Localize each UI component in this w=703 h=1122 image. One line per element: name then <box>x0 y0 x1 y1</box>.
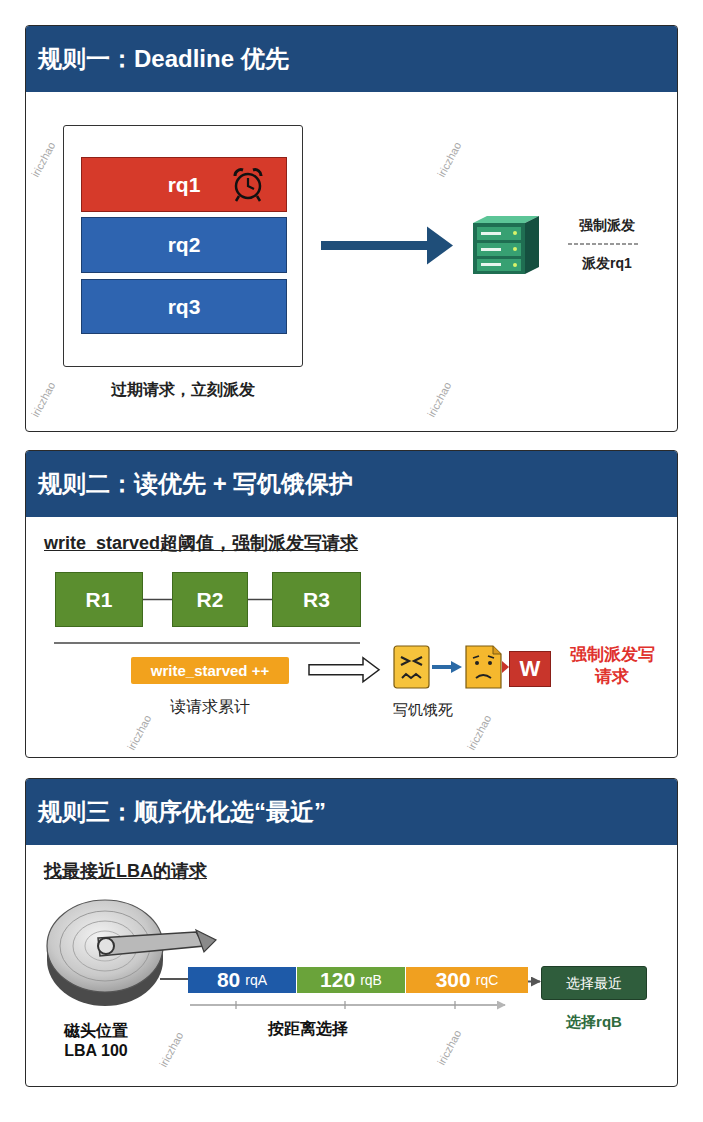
rule-panel: 规则三：顺序优化选“最近” 找最接近LBA的请求 80 rqA 120 rqB 300 rqC… <box>25 778 678 1087</box>
request-box-text: rq3 <box>168 294 201 319</box>
panel-title: 规则三：顺序优化选“最近” <box>26 779 677 845</box>
queue-link <box>248 599 272 601</box>
starvation-icons-graphic <box>391 641 509 697</box>
request-box-text: rq2 <box>168 232 201 257</box>
server-icon-text: 派发rq1 <box>567 255 647 272</box>
lba-request-text: 120 <box>320 967 355 992</box>
write-request-text: W <box>520 656 541 682</box>
head-position-label: 磁头位置 LBA 100 <box>50 1021 142 1061</box>
server-icon-text: 强制派发 <box>567 217 647 234</box>
force-write-label: 强制派发写请求 <box>566 644 658 688</box>
distance-label: 按距离选择 <box>268 1019 348 1039</box>
hollow-arrow <box>309 658 379 682</box>
lba-request: 300 rqC <box>406 967 528 993</box>
write-request: W <box>509 651 551 687</box>
server-icon: 强制派发派发rq1 <box>463 213 545 277</box>
request-queue-text: 过期请求，立刻派发 <box>64 380 302 399</box>
expired-request-graphic <box>228 165 268 205</box>
server-icon-graphic <box>463 213 545 277</box>
panel-subtitle: 找最接近LBA的请求 <box>44 861 207 883</box>
request-box: rq3 <box>81 279 287 334</box>
panel-title: 规则一：Deadline 优先 <box>26 26 677 92</box>
starvation-icons: 写饥饿死W <box>391 641 551 697</box>
watermark: iriczhao <box>432 1023 468 1074</box>
read-request-text: R3 <box>303 587 330 612</box>
read-request: R2 <box>172 572 248 627</box>
read-request: R3 <box>272 572 361 627</box>
request-box: rq2 <box>81 217 287 273</box>
panel-subtitle: write_starved超阈值，强制派发写请求 <box>44 533 358 555</box>
queue-link <box>143 599 172 601</box>
watermark: iriczhao <box>422 375 458 426</box>
lba-request-text: 300 <box>436 967 471 992</box>
watermark: iriczhao <box>26 375 62 426</box>
selection-box-text: 选择rqB <box>542 1013 646 1031</box>
watermark: iriczhao <box>122 708 158 759</box>
lba-request-text: 80 <box>217 967 240 992</box>
read-request-text: R1 <box>86 587 113 612</box>
expired-request: rq1 <box>81 157 287 212</box>
lba-request-text: rqA <box>245 972 267 989</box>
watermark: iriczhao <box>26 135 62 186</box>
selection-box-text: 选择最近 <box>566 975 622 992</box>
read-request-text: R2 <box>197 587 224 612</box>
starvation-icons-text: 写饥饿死 <box>383 701 463 719</box>
counter-box-text: 读请求累计 <box>131 697 289 716</box>
rule-panel: 规则二：读优先 + 写饥饿保护 write_starved超阈值，强制派发写请求 R… <box>25 450 678 758</box>
counter-box-text: write_starved ++ <box>151 662 269 680</box>
watermark: iriczhao <box>432 135 468 186</box>
request-queue: 过期请求，立刻派发rq1rq2rq3 <box>63 125 303 367</box>
selection-box: 选择最近选择rqB <box>541 966 647 1000</box>
lba-request-text: rqB <box>360 972 382 989</box>
select-arrow <box>528 981 540 983</box>
panel-title: 规则二：读优先 + 写饥饿保护 <box>26 451 677 517</box>
counter-box: write_starved ++读请求累计 <box>131 657 289 684</box>
lba-request-text: rqC <box>476 972 499 989</box>
lba-request: 80 rqA <box>188 967 296 993</box>
watermark: iriczhao <box>154 1025 190 1076</box>
read-request: R1 <box>55 572 143 627</box>
watermark: iriczhao <box>462 708 498 759</box>
rule-panel: 规则一：Deadline 优先过期请求，立刻派发rq1rq2rq3强制派发派发r… <box>25 25 678 432</box>
lba-request: 120 rqB <box>297 967 405 993</box>
dispatch-arrow <box>321 227 453 265</box>
expired-request-text: rq1 <box>168 172 201 197</box>
